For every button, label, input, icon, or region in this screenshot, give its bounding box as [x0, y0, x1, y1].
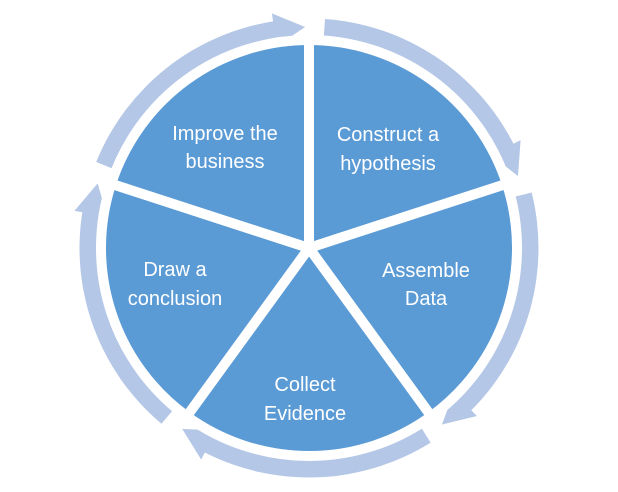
- step-label-line1: Construct a: [337, 124, 440, 146]
- ring-arrow-5: [96, 13, 306, 169]
- cycle-segments: [96, 34, 522, 462]
- step-improve-business: Improve the business: [172, 123, 278, 173]
- segment-draw-conclusion: [96, 177, 318, 424]
- step-label-line2: conclusion: [128, 288, 223, 310]
- step-label-line1: Draw a: [143, 259, 207, 281]
- step-collect-evidence: Collect Evidence: [264, 374, 346, 425]
- segment-assemble-data: [300, 177, 522, 424]
- step-label-line1: Improve the: [172, 123, 278, 145]
- step-label-line1: Collect: [274, 374, 336, 396]
- step-label-line1: Assemble: [382, 260, 470, 282]
- step-assemble-data: Assemble Data: [382, 260, 470, 310]
- step-label-line2: hypothesis: [340, 153, 436, 175]
- segment-improve-business: [104, 34, 314, 255]
- ring-arrow-3: [182, 428, 431, 478]
- segment-collect-evidence: [179, 239, 439, 462]
- step-draw-conclusion: Draw a conclusion: [128, 259, 223, 310]
- step-label-line2: Data: [405, 288, 448, 310]
- step-label-line2: Evidence: [264, 403, 346, 425]
- step-label-line2: business: [186, 151, 265, 173]
- step-construct-hypothesis: Construct a hypothesis: [337, 124, 440, 175]
- ring-arrow-4: [74, 183, 173, 424]
